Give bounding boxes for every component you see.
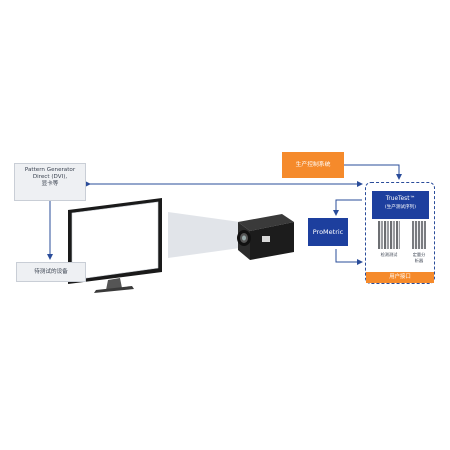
trutest-frame bbox=[365, 182, 435, 284]
trutest-box: TrueTest™ (生产测试序列) bbox=[372, 191, 429, 219]
device-under-test-box: 待测试的设备 bbox=[16, 262, 86, 282]
trutest-subtitle: (生产测试序列) bbox=[384, 205, 417, 210]
pattern-generator-line1: Pattern Generator bbox=[24, 167, 76, 173]
pattern-generator-line2: Direct (DVI), bbox=[32, 174, 68, 180]
bar-label-right-1: 定量分 bbox=[412, 252, 426, 257]
bar-label-right-2: 析器 bbox=[414, 258, 424, 263]
prometric-to-trutest-arrow bbox=[335, 249, 363, 265]
pattern-generator-box: Pattern Generator Direct (DVI), 显卡等 bbox=[14, 163, 86, 201]
camera-view-cone bbox=[168, 212, 240, 258]
trutest-title: TrueTest™ bbox=[385, 196, 416, 202]
trutest-to-prometric-arrow bbox=[333, 199, 362, 216]
test-pattern-bars-right bbox=[412, 221, 426, 249]
prometric-box: ProMetric bbox=[308, 218, 348, 246]
camera-icon bbox=[237, 214, 294, 260]
production-control-box: 生产控制系统 bbox=[282, 152, 344, 178]
production-to-trutest-arrow bbox=[344, 164, 402, 180]
pattern-generator-line3: 显卡等 bbox=[41, 181, 59, 187]
bar-label-left: 检测测试 bbox=[380, 252, 398, 257]
user-interface-box: 用户接口 bbox=[366, 272, 434, 283]
test-pattern-bars-left bbox=[378, 221, 400, 249]
monitor-icon bbox=[68, 198, 162, 293]
